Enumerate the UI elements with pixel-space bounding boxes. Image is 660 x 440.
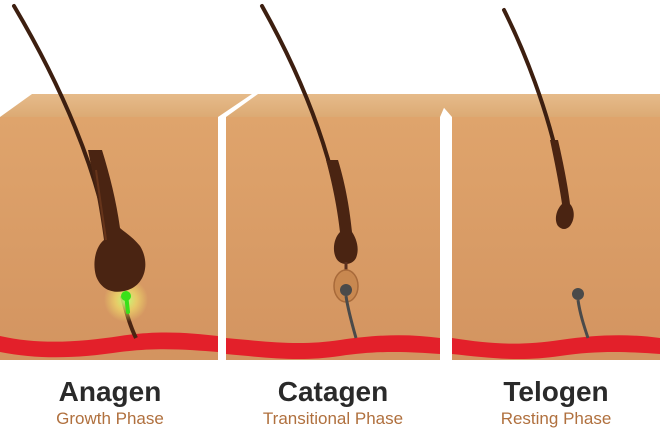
catagen-skin-surface (226, 94, 450, 117)
telogen-subtitle: Resting Phase (500, 409, 612, 428)
anagen-skin-surface (0, 94, 252, 117)
catagen-subtitle: Transitional Phase (262, 409, 404, 428)
anagen-panel (0, 4, 252, 360)
anagen-papilla-dot (121, 291, 131, 301)
anagen-subtitle: Growth Phase (56, 409, 164, 428)
anagen-follicle-highlight (95, 169, 107, 241)
telogen-panel (432, 8, 660, 360)
catagen-skin-block (226, 117, 440, 360)
catagen-papilla (340, 284, 352, 296)
catagen-title: Catagen (277, 376, 389, 407)
telogen-title: Telogen (503, 376, 609, 407)
telogen-papilla-stalk (576, 299, 590, 339)
catagen-papilla-stalk (344, 295, 358, 339)
anagen-blood-vessel (0, 332, 218, 358)
anagen-hair-bulb (88, 150, 146, 292)
telogen-skin-surface (432, 94, 660, 117)
catagen-panel (226, 4, 450, 360)
catagen-hair-bulb (326, 160, 358, 264)
telogen-papilla (572, 288, 584, 300)
anagen-title: Anagen (58, 376, 162, 407)
telogen-blood-vessel (452, 335, 660, 360)
catagen-blood-vessel (226, 335, 440, 360)
telogen-club-hair (550, 140, 574, 229)
